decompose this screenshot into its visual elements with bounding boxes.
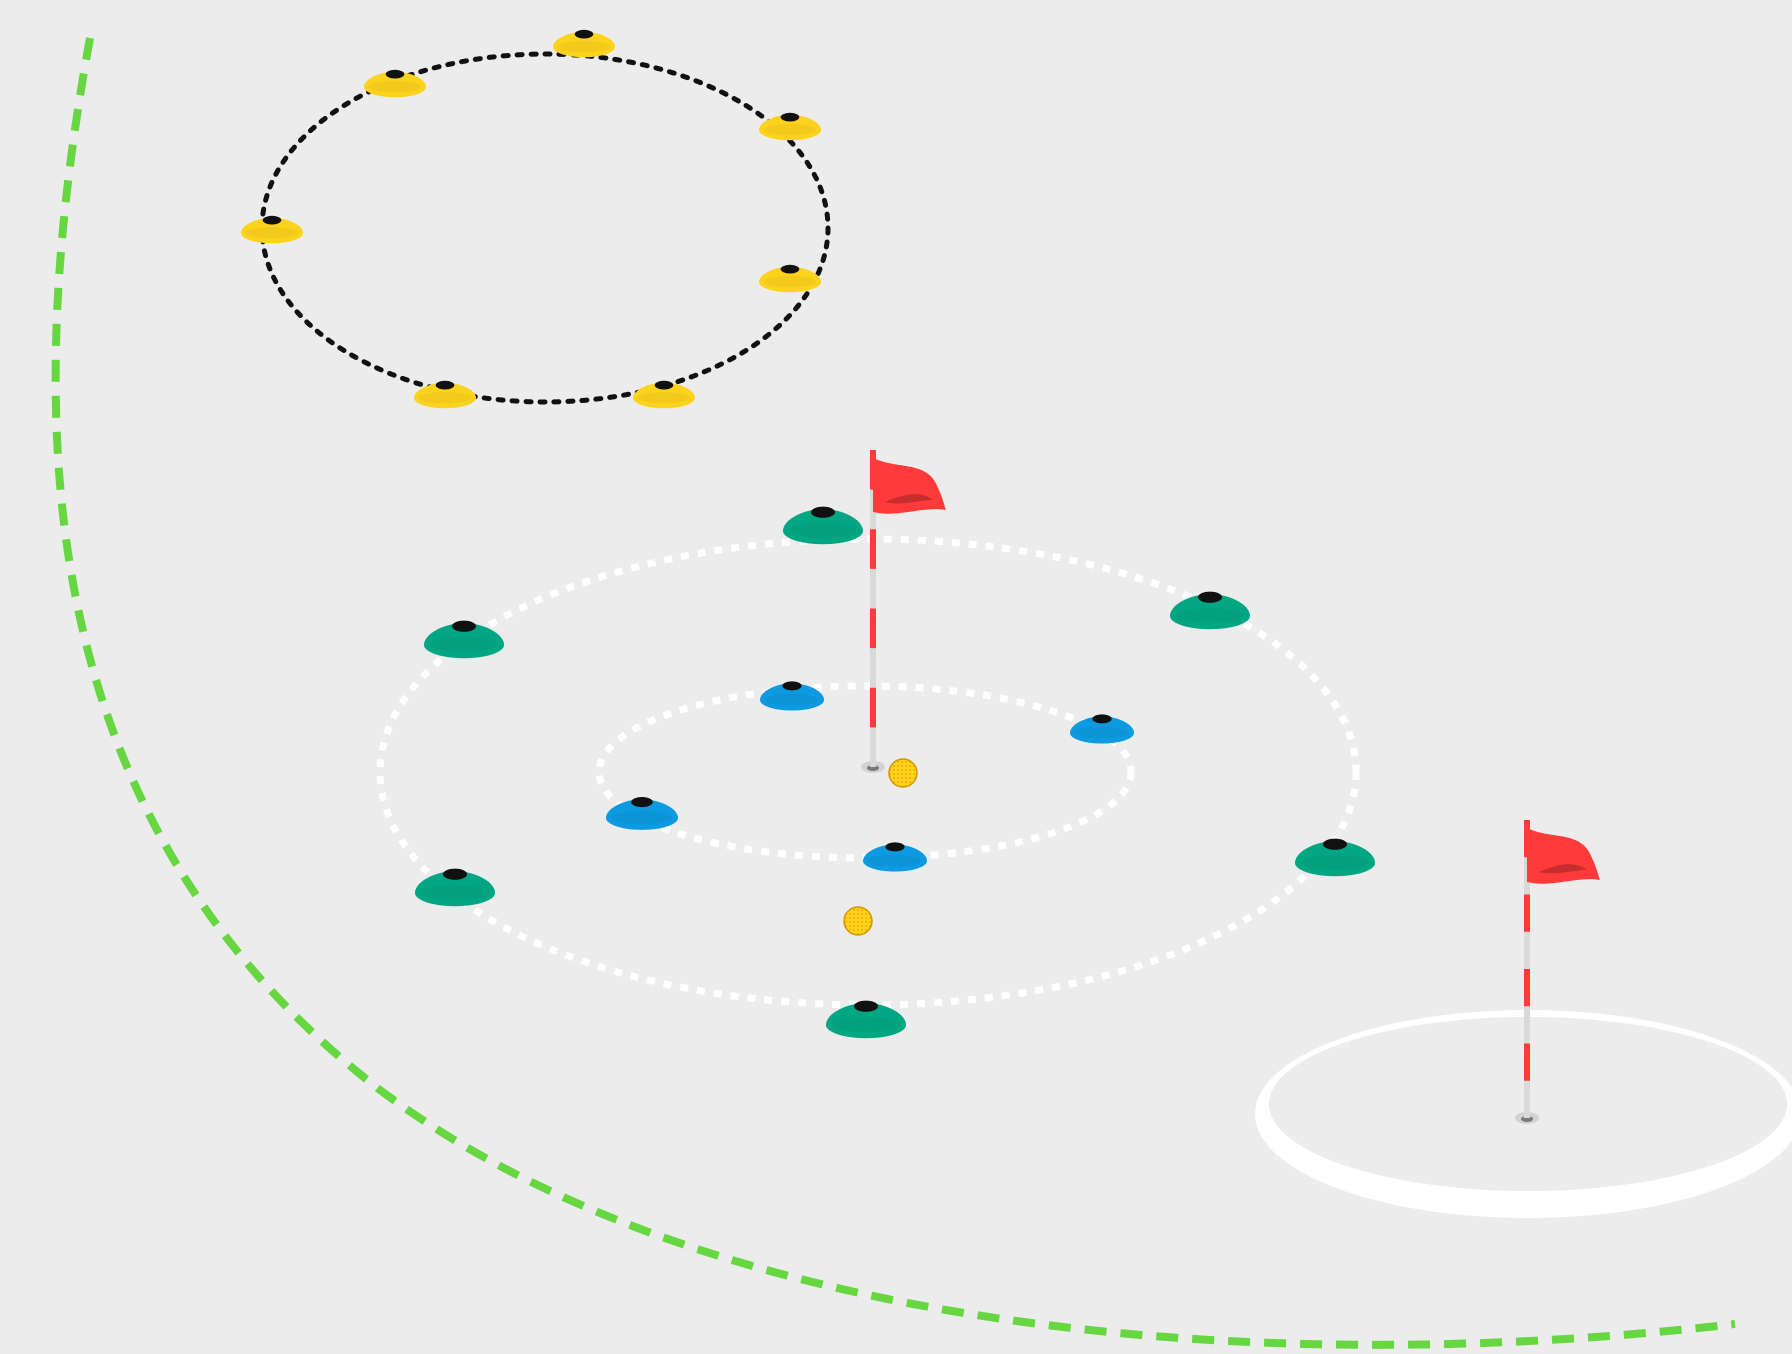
outer-yellow-ring-cone: [414, 381, 476, 408]
outer-yellow-ring-cone: [553, 30, 615, 57]
target-inner-ring-cone: [863, 842, 927, 871]
outer-yellow-ring-cone: [759, 265, 821, 292]
target-outer-ring-cone: [1295, 839, 1375, 877]
golf-ball: [889, 759, 917, 787]
target-outer-ring-cone: [1170, 592, 1250, 630]
flag-cloth: [873, 458, 946, 514]
target-inner-ring-line: [599, 686, 1131, 858]
cones: [241, 30, 1375, 1038]
outer-yellow-ring-cone: [633, 381, 695, 408]
outer-yellow-ring-cone: [759, 113, 821, 140]
flag-cloth: [1527, 828, 1600, 884]
target-outer-ring-cone: [415, 869, 495, 907]
flag-pin: [861, 450, 946, 773]
target-inner-ring-cone: [1070, 714, 1134, 743]
golf-ball: [844, 907, 872, 935]
outer-yellow-ring-cone: [241, 216, 303, 243]
target-inner-ring-cone: [606, 797, 678, 830]
outer-yellow-ring-cone: [364, 70, 426, 97]
warmup-cone-ring: [262, 54, 828, 402]
target-outer-ring-cone: [783, 507, 863, 545]
